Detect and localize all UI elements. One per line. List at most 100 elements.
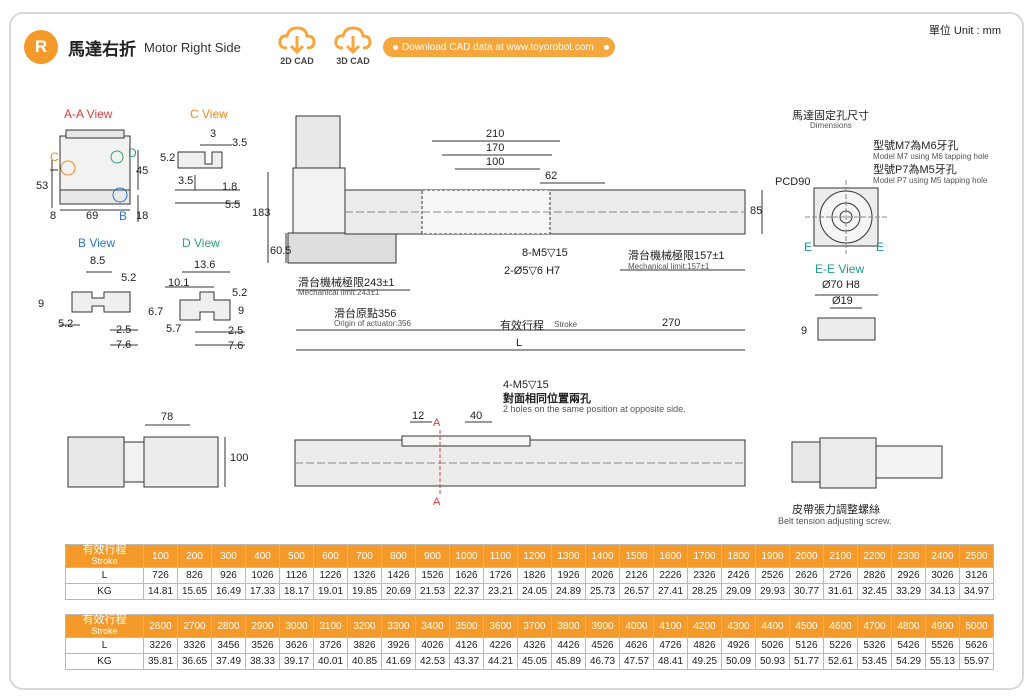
dim-bottom-100: 100 (230, 452, 249, 464)
stroke-cell: 2700 (177, 614, 212, 638)
dim-d-6-7: 6.7 (148, 306, 164, 318)
stroke-cell: 2900 (245, 614, 280, 638)
stroke-cell: 100 (143, 544, 178, 568)
length-cell: 2526 (755, 567, 790, 584)
cad-2d-button[interactable]: 2D CAD (272, 24, 322, 66)
length-cell: 826 (177, 567, 212, 584)
length-cell: 5426 (891, 637, 926, 654)
length-row-label: L (65, 567, 144, 584)
weight-cell: 24.89 (551, 583, 586, 600)
length-row-label: L (65, 637, 144, 654)
belt-screw-en: Belt tension adjusting screw. (778, 516, 892, 526)
dim-main-62: 62 (545, 170, 558, 182)
dim-4-m5: 4-M5▽15 (503, 379, 549, 391)
dim-c-3-5: 3.5 (232, 137, 248, 149)
weight-cell: 25.73 (585, 583, 620, 600)
weight-cell: 23.21 (483, 583, 518, 600)
weight-cell: 44.21 (483, 653, 518, 670)
section-header: R 馬達右折 Motor Right Side (24, 28, 241, 66)
length-cell: 2926 (891, 567, 926, 584)
weight-cell: 51.77 (789, 653, 824, 670)
dim-aa-18: 18 (136, 210, 149, 222)
dim-2-d5: 2-Ø5▽6 H7 (504, 265, 561, 277)
weight-cell: 45.05 (517, 653, 552, 670)
length-cell: 4026 (415, 637, 450, 654)
length-cell: 5126 (789, 637, 824, 654)
stroke-cell: 2300 (891, 544, 926, 568)
dim-d-5-7: 5.7 (166, 323, 182, 335)
dim-b-8-5: 8.5 (90, 255, 106, 267)
stroke-cell: 4600 (823, 614, 858, 638)
length-cell: 4426 (551, 637, 586, 654)
weight-cell: 54.29 (891, 653, 926, 670)
length-cell: 3826 (347, 637, 382, 654)
m7-cn: 型號M7為M6牙孔 (873, 140, 959, 152)
stroke-cell: 1600 (653, 544, 688, 568)
stroke-cell: 200 (177, 544, 212, 568)
weight-cell: 52.61 (823, 653, 858, 670)
dim-aa-45: 45 (136, 165, 149, 177)
cad-3d-button[interactable]: 3D CAD (328, 24, 378, 66)
length-cell: 1426 (381, 567, 416, 584)
c-view-title: C View (190, 107, 228, 121)
stroke-cell: 2200 (857, 544, 892, 568)
length-cell: 4326 (517, 637, 552, 654)
stroke-cell: 1300 (551, 544, 586, 568)
weight-cell: 35.81 (143, 653, 178, 670)
section-e-right: E (876, 240, 885, 254)
weight-cell: 55.13 (925, 653, 960, 670)
stroke-cell: 4700 (857, 614, 892, 638)
dim-main-170: 170 (486, 142, 505, 154)
dim-main-100: 100 (486, 156, 505, 168)
weight-cell: 36.65 (177, 653, 212, 670)
weight-cell: 15.65 (177, 583, 212, 600)
stroke-cell: 4400 (755, 614, 790, 638)
origin-cn: 滑台原點356 (334, 308, 397, 320)
dim-front-12: 12 (412, 410, 425, 422)
bullet-icon (603, 44, 609, 50)
length-cell: 1626 (449, 567, 484, 584)
weight-cell: 53.45 (857, 653, 892, 670)
weight-cell: 34.97 (959, 583, 994, 600)
bullet-icon (393, 44, 398, 50)
dim-main-60-5: 60.5 (270, 245, 292, 257)
motor-body (295, 115, 341, 169)
limit-243-en: Mechanical limit:243±1 (298, 288, 380, 297)
weight-cell: 33.29 (891, 583, 926, 600)
pcd-90: PCD90 (775, 176, 811, 188)
length-cell: 1226 (313, 567, 348, 584)
dim-aa-8: 8 (50, 210, 57, 222)
download-cad-link[interactable]: Download CAD data at www.toyorobot.com (383, 37, 615, 57)
dim-main-210: 210 (486, 128, 505, 140)
weight-cell: 20.69 (381, 583, 416, 600)
opposite-holes-en: 2 holes on the same position at opposite… (503, 404, 686, 414)
aa-view-title: A-A View (64, 107, 113, 121)
cad-3d-label: 3D CAD (336, 56, 370, 66)
ee-view-title: E-E View (815, 262, 865, 276)
weight-cell: 30.77 (789, 583, 824, 600)
stroke-cell: 400 (245, 544, 280, 568)
m7-en: Model M7 using M6 tapping hole (873, 152, 989, 161)
stroke-cell: 1100 (483, 544, 518, 568)
dim-c-3: 3 (210, 128, 217, 140)
marker-b: B (119, 209, 128, 223)
weight-cell: 21.53 (415, 583, 450, 600)
length-cell: 4926 (721, 637, 756, 654)
length-cell: 3456 (211, 637, 246, 654)
stroke-cell: 3000 (279, 614, 314, 638)
dim-d-9: 9 (238, 305, 245, 317)
length-cell: 2626 (789, 567, 824, 584)
length-cell: 1326 (347, 567, 382, 584)
limit-157-en: Mechanical limit:157±1 (628, 262, 710, 271)
length-cell: 4526 (585, 637, 620, 654)
stroke-cell: 4500 (789, 614, 824, 638)
weight-cell: 16.49 (211, 583, 246, 600)
stroke-cell: 3800 (551, 614, 586, 638)
dim-c-1-8: 1.8 (222, 181, 238, 193)
limit-157-cn: 滑台機械極限157±1 (628, 250, 725, 262)
section-a-top: A (433, 417, 441, 429)
stroke-cell: 5000 (959, 614, 994, 638)
section-title-cn: 馬達右折 (68, 39, 136, 59)
